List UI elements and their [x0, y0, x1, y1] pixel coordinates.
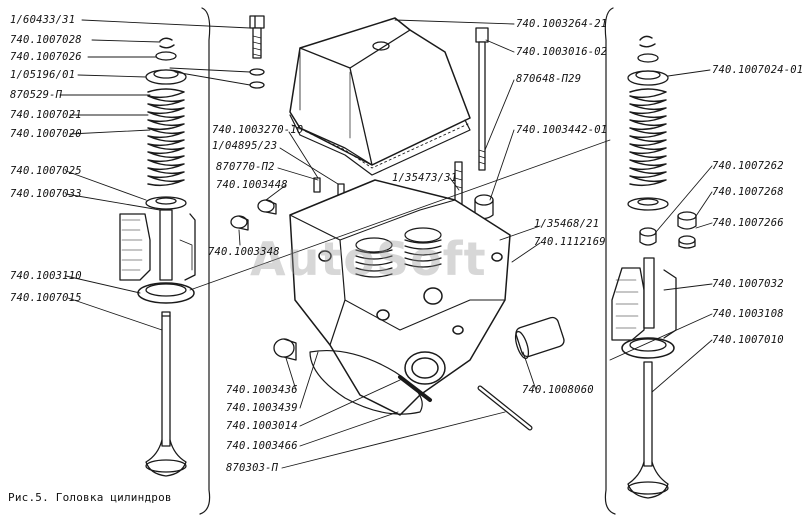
sealing-sleeve [514, 316, 565, 360]
part-label-740-1007015: 740.1007015 [10, 292, 82, 304]
part-label-740-1003264-21: 740.1003264-21 [516, 18, 608, 30]
rocker-cover [289, 17, 471, 176]
part-label-870303-p: 870303-П [226, 462, 279, 474]
head-port-4 [491, 252, 503, 262]
right-valve [627, 361, 669, 499]
part-label-740-1007032: 740.1007032 [712, 278, 784, 290]
washer-part-2 [249, 81, 265, 89]
small-stud [398, 375, 432, 402]
washer-part [249, 68, 265, 76]
part-label-740-1007262: 740.1007262 [712, 160, 784, 172]
part-label-1-35468-21: 1/35468/21 [534, 218, 600, 230]
injector-bore [404, 351, 446, 385]
push-rod [475, 27, 489, 171]
part-label-740-1008060: 740.1008060 [522, 384, 594, 396]
part-label-870648-p29: 870648-П29 [516, 73, 582, 85]
rotator-part [677, 211, 697, 249]
head-gasket-ring [309, 349, 423, 415]
part-label-1-60433-31: 1/60433/31 [10, 14, 76, 26]
head-spring-1 [355, 237, 393, 278]
head-plug [273, 338, 297, 361]
plug-1 [257, 199, 277, 215]
part-label-740-1112169: 740.1112169 [534, 236, 606, 248]
part-label-740-1007025: 740.1007025 [10, 165, 82, 177]
part-label-740-1003016-02: 740.1003016-02 [516, 46, 608, 58]
dowel-pin-1 [313, 177, 321, 193]
part-label-740-1003110: 740.1003110 [10, 270, 82, 282]
valve-keepers [159, 37, 175, 49]
part-label-740-1003442-01: 740.1003442-01 [516, 124, 608, 136]
part-label-870529-p: 870529-П [10, 89, 63, 101]
right-valve-assembly [611, 35, 697, 499]
part-label-740-1003448: 740.1003448 [216, 179, 288, 191]
valve-seal-part [639, 227, 657, 246]
figure-caption: Рис.5. Головка цилиндров [8, 491, 172, 504]
part-label-740-1007010: 740.1007010 [712, 334, 784, 346]
part-label-740-1003014: 740.1003014 [226, 420, 298, 432]
head-port-1 [423, 287, 443, 305]
spring-seat [145, 196, 187, 210]
valve-guide-section [119, 209, 196, 281]
right-frame-bracket [604, 7, 616, 515]
part-label-740-1007266: 740.1007266 [712, 217, 784, 229]
head-port-2 [376, 309, 390, 321]
part-label-740-1007026: 740.1007026 [10, 51, 82, 63]
part-label-740-1007024-01: 740.1007024-01 [712, 64, 803, 76]
head-port-5 [452, 325, 464, 335]
part-label-870770-p2: 870770-П2 [216, 161, 275, 173]
part-label-740-1007033: 740.1007033 [10, 188, 82, 200]
part-label-740-1003348: 740.1003348 [208, 246, 280, 258]
watermark: AutoSoft [250, 232, 487, 286]
head-spring-2 [404, 227, 442, 268]
left-valve [145, 311, 187, 477]
part-label-740-1007268: 740.1007268 [712, 186, 784, 198]
part-label-740-1003270-10: 740.1003270-10 [212, 124, 304, 136]
part-label-1-04895-23: 1/04895/23 [212, 140, 278, 152]
right-guide-section [611, 257, 677, 341]
left-valve-assembly [119, 15, 265, 477]
head-port-3 [318, 250, 332, 262]
part-label-1-05196-01: 1/05196/01 [10, 69, 76, 81]
part-label-740-1003439: 740.1003439 [226, 402, 298, 414]
part-label-740-1003436: 740.1003436 [226, 384, 298, 396]
part-label-740-1007028: 740.1007028 [10, 34, 82, 46]
part-label-740-1003108: 740.1003108 [712, 308, 784, 320]
cover-gasket [289, 114, 471, 176]
valve-seat-ring [137, 282, 195, 304]
part-label-1-35473-31: 1/35473/31 [392, 172, 458, 184]
part-label-740-1003466: 740.1003466 [226, 440, 298, 452]
leader-lines [59, 19, 713, 469]
outer-spring [147, 88, 185, 187]
part-label-740-1007021: 740.1007021 [10, 109, 82, 121]
plug-2 [230, 215, 249, 231]
bolt-part [249, 15, 265, 59]
long-stud [477, 385, 533, 431]
part-label-740-1007020: 740.1007020 [10, 128, 82, 140]
left-frame-bracket [199, 7, 211, 515]
cylinder-head-block [289, 179, 511, 416]
